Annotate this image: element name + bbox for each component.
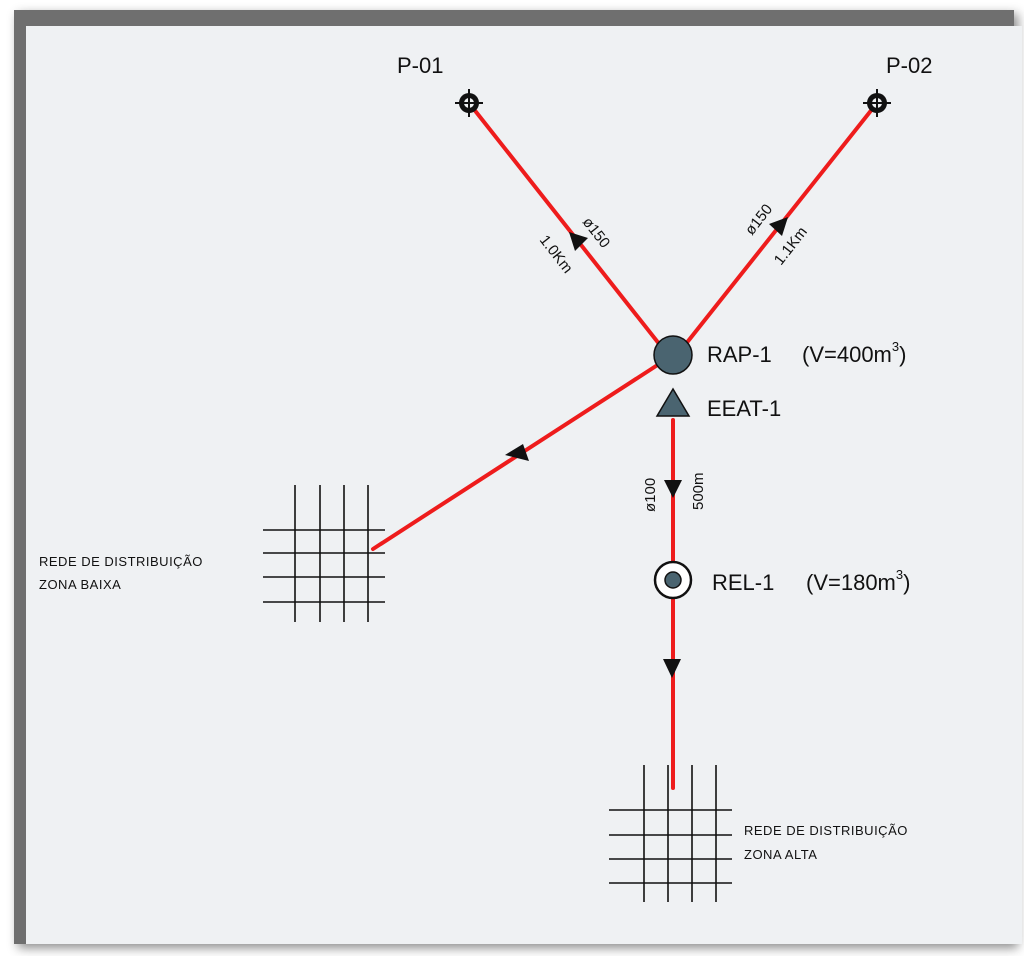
pipe-p01-rap1 [467,101,662,347]
flow-arrow-icon [569,232,588,251]
pipes [371,101,879,790]
label-pipe-p01-length: 1.0Km [536,232,576,277]
grid-zona-baixa [263,485,385,622]
label-pipe-p02-diameter: ø150 [742,201,776,238]
label-eeat1: EEAT-1 [707,396,781,421]
label-rap1-volume: (V=400m3) [802,339,906,367]
label-network-baixa-line1: REDE DE DISTRIBUIÇÃO [39,554,203,569]
flow-arrow-icon [769,217,788,236]
label-p02: P-02 [886,53,932,78]
flow-arrow-icon [505,444,529,461]
pump-station-eeat1-icon [655,387,691,417]
flow-arrow-icon [664,480,682,498]
label-pipe-eeat1-diameter: ø100 [642,478,659,512]
grid-zona-alta [609,765,732,902]
drawing-sheet [26,26,1022,944]
label-network-baixa-line2: ZONA BAIXA [39,577,121,592]
flow-arrow-icon [663,659,681,678]
reservoir-rel1-icon [653,560,693,600]
pipe-rap1-zona-baixa [371,364,658,551]
label-pipe-eeat1-length: 500m [690,472,707,510]
well-p01-icon [455,89,483,117]
label-rel1: REL-1 [712,570,774,595]
label-p01: P-01 [397,53,443,78]
flow-arrows [505,217,788,678]
reservoir-rap1-icon [653,335,693,375]
well-p02-icon [863,89,891,117]
label-rel1-volume: (V=180m3) [806,567,910,595]
label-rap1: RAP-1 [707,342,772,367]
label-network-alta-line2: ZONA ALTA [744,847,817,862]
label-network-alta-line1: REDE DE DISTRIBUIÇÃO [744,823,908,838]
